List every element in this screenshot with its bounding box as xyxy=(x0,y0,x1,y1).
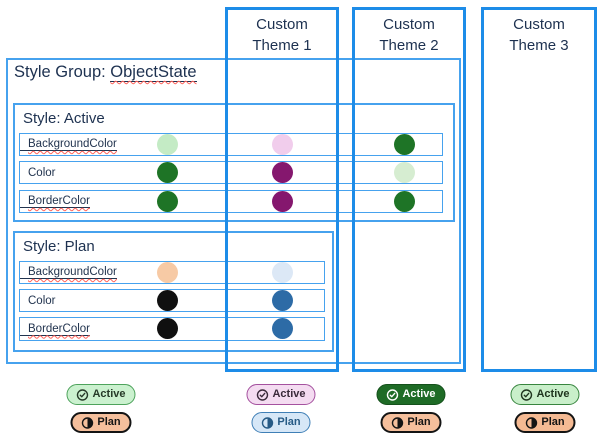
color-swatch-dot xyxy=(157,191,178,212)
color-swatch-dot xyxy=(272,162,293,183)
color-swatch-dot xyxy=(272,262,293,283)
color-swatch-dot xyxy=(157,290,178,311)
row-label: BackgroundColor xyxy=(20,266,117,279)
half-circle-icon xyxy=(81,416,94,429)
theme-column-1: Custom Theme 1 xyxy=(225,7,339,372)
plan-badge: Plan xyxy=(251,412,311,433)
half-circle-icon xyxy=(525,416,538,429)
check-circle-icon xyxy=(520,388,533,401)
theme-title-1: Custom Theme 1 xyxy=(252,16,312,54)
color-swatch-dot xyxy=(157,162,178,183)
row-label: BorderColor xyxy=(20,323,90,336)
theme-title-2: Custom Theme 2 xyxy=(379,16,439,54)
badge-label: Active xyxy=(92,388,126,400)
theme-title-3: Custom Theme 3 xyxy=(509,16,569,54)
color-swatch-dot xyxy=(394,191,415,212)
half-circle-icon xyxy=(391,416,404,429)
color-swatch-dot xyxy=(272,134,293,155)
style-active-box xyxy=(13,103,455,222)
color-swatch-dot xyxy=(394,134,415,155)
check-circle-icon xyxy=(386,388,399,401)
color-swatch-dot xyxy=(394,162,415,183)
badge-label: Active xyxy=(272,388,306,400)
check-circle-icon xyxy=(256,388,269,401)
badge-label: Plan xyxy=(407,416,431,428)
row-label: BorderColor xyxy=(20,195,90,208)
theme-column-3: Custom Theme 3 xyxy=(481,7,597,372)
plan-badge: Plan xyxy=(380,412,442,433)
row-label: Color xyxy=(28,294,56,307)
check-circle-icon xyxy=(76,388,89,401)
badge-label: Plan xyxy=(97,416,121,428)
color-swatch-dot xyxy=(157,262,178,283)
legend-column-theme3: Active Plan xyxy=(510,384,580,433)
legend-column-theme2: Active Plan xyxy=(376,384,446,433)
style-group-prefix: Style Group: xyxy=(14,63,111,81)
style-group-label: Style Group: ObjectState xyxy=(14,63,197,82)
color-swatch-dot xyxy=(272,290,293,311)
legend-column-theme1: Active Plan xyxy=(246,384,316,433)
plan-badge: Plan xyxy=(70,412,132,433)
color-swatch-dot xyxy=(272,191,293,212)
badge-label: Plan xyxy=(541,416,565,428)
half-circle-icon xyxy=(261,416,274,429)
row-label: Color xyxy=(28,166,56,179)
theme-column-2: Custom Theme 2 xyxy=(352,7,466,372)
legend-column-base: Active Plan xyxy=(66,384,136,433)
row-label: BackgroundColor xyxy=(20,138,117,151)
badge-label: Active xyxy=(536,388,570,400)
badge-label: Active xyxy=(402,388,436,400)
active-badge: Active xyxy=(376,384,446,405)
style-plan-box xyxy=(13,231,334,352)
active-badge: Active xyxy=(510,384,580,405)
style-group-name: ObjectState xyxy=(110,63,197,82)
plan-badge: Plan xyxy=(514,412,576,433)
color-swatch-dot xyxy=(157,318,178,339)
style-group-box xyxy=(6,58,461,364)
style-plan-label: Style: Plan xyxy=(23,238,95,255)
badge-label: Plan xyxy=(277,416,301,428)
style-active-label: Style: Active xyxy=(23,110,105,127)
active-badge: Active xyxy=(66,384,136,405)
active-badge: Active xyxy=(246,384,316,405)
color-swatch-dot xyxy=(157,134,178,155)
color-swatch-dot xyxy=(272,318,293,339)
